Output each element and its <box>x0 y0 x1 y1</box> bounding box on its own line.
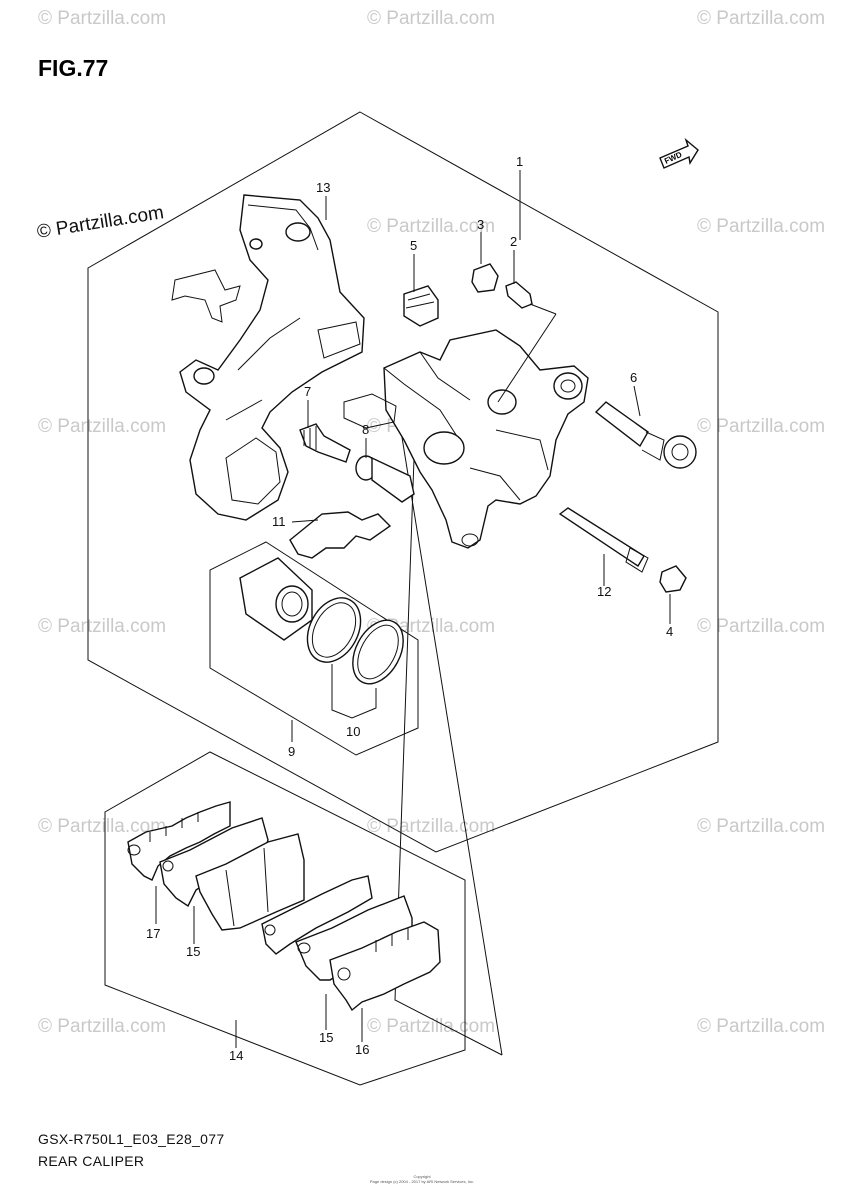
callout: 3 <box>477 217 484 232</box>
guide-line <box>399 424 503 1056</box>
bleeder-cap <box>471 263 499 293</box>
caliper-body <box>343 329 589 549</box>
callout: 14 <box>229 1048 243 1063</box>
copyright-label: © Partzilla.com <box>35 202 165 243</box>
piston-set-boundary <box>209 541 419 756</box>
copyright-line: Copyright <box>413 1174 431 1179</box>
sleeve-bolt-lower <box>558 507 649 573</box>
watermark: © Partzilla.com <box>38 8 166 29</box>
brake-pad-block <box>195 833 305 931</box>
callout: 17 <box>146 926 160 941</box>
dust-seal <box>352 619 404 685</box>
watermark: © Partzilla.com <box>697 416 825 437</box>
callout-leaders <box>155 170 671 1048</box>
callout: 16 <box>355 1042 369 1057</box>
brake-pad-right <box>261 875 373 955</box>
leader-line <box>497 313 557 403</box>
callout: 5 <box>410 238 417 253</box>
watermark: © Partzilla.com <box>367 1016 495 1037</box>
callout: 2 <box>510 234 517 249</box>
caliper-bracket <box>179 194 365 521</box>
callouts: 1 2 3 4 5 6 7 8 9 10 11 12 13 14 15 15 1… <box>146 154 673 1063</box>
callout: 9 <box>288 744 295 759</box>
watermark: © Partzilla.com <box>697 1016 825 1037</box>
callout: 11 <box>272 514 286 529</box>
pad-spring <box>289 511 392 559</box>
watermark: © Partzilla.com <box>697 8 825 29</box>
piston-seal <box>306 597 362 663</box>
callout: 10 <box>346 724 360 739</box>
watermark: © Partzilla.com <box>38 1016 166 1037</box>
callout: 12 <box>597 584 611 599</box>
callout: 15 <box>186 944 200 959</box>
watermark: © Partzilla.com <box>367 8 495 29</box>
sleeve-cap <box>659 565 687 593</box>
watermark: © Partzilla.com <box>38 616 166 637</box>
callout: 6 <box>630 370 637 385</box>
watermark: © Partzilla.com <box>38 416 166 437</box>
watermark: © Partzilla.com <box>697 216 825 237</box>
callout: 15 <box>319 1030 333 1045</box>
callout: 8 <box>362 422 369 437</box>
figure-title: FIG.77 <box>38 55 108 81</box>
watermark: © Partzilla.com <box>697 616 825 637</box>
model-code: GSX-R750L1_E03_E28_077 <box>38 1131 224 1147</box>
diagram-caption: REAR CALIPER <box>38 1153 144 1169</box>
watermark: © Partzilla.com <box>38 816 166 837</box>
watermark: © Partzilla.com <box>367 816 495 837</box>
bracket-clip <box>171 269 241 323</box>
callout: 13 <box>316 180 330 195</box>
leader-line <box>331 664 377 719</box>
caliper-piston <box>239 557 313 641</box>
watermark-layer: © Partzilla.com © Partzilla.com © Partzi… <box>38 8 825 1037</box>
callout: 7 <box>304 384 311 399</box>
bleeder-valve <box>505 281 557 315</box>
pad-shim-left <box>127 801 231 881</box>
caliper-assembly-boundary <box>87 111 719 853</box>
callout: 4 <box>666 624 673 639</box>
watermark: © Partzilla.com <box>367 216 495 237</box>
callout: 1 <box>516 154 523 169</box>
fwd-arrow-icon: FWD <box>659 137 699 169</box>
copyright-line: Page design (c) 2004 - 2017 by ARI Netwo… <box>370 1179 474 1184</box>
sleeve-bolt-right <box>594 401 697 469</box>
dust-boot <box>403 285 439 327</box>
pad-backing-right <box>329 921 441 1012</box>
watermark: © Partzilla.com <box>697 816 825 837</box>
pin-bolt <box>355 455 415 503</box>
pad-set-boundary <box>104 751 466 1086</box>
guide-line <box>394 429 503 1056</box>
caliper-bolt <box>299 423 351 463</box>
